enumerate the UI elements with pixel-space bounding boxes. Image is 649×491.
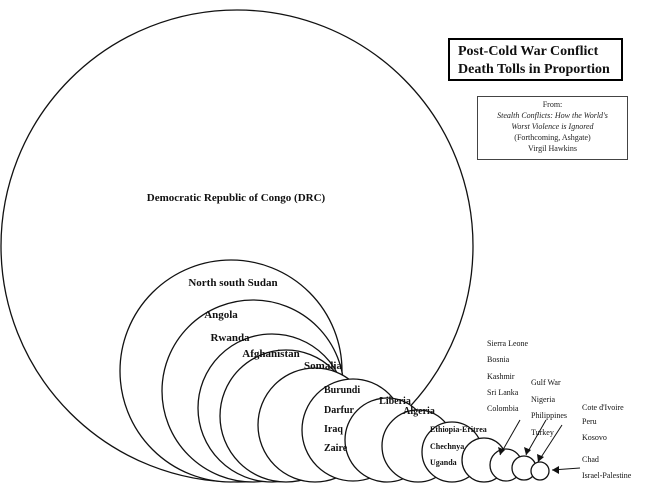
- label-kashmir: Kashmir: [487, 372, 515, 381]
- label-afghanistan: Afghanistan: [242, 348, 299, 360]
- source-book-line-1: Stealth Conflicts: How the World's: [497, 111, 608, 120]
- label-ethiopia-eritrea: Ethiopia-Eritrea: [430, 425, 487, 434]
- label-kosovo: Kosovo: [582, 433, 607, 442]
- label-colombia: Colombia: [487, 404, 519, 413]
- label-algeria: Algeria: [403, 406, 435, 417]
- label-israel-palestine: Israel-Palestine: [582, 471, 632, 480]
- label-turkey: Turkey: [531, 428, 554, 437]
- arrow-gulf-group: [525, 419, 547, 456]
- label-chad: Chad: [582, 455, 599, 464]
- title-line-2: Death Tolls in Proportion: [458, 62, 610, 77]
- label-bosnia: Bosnia: [487, 355, 510, 364]
- source-publisher: (Forthcoming, Ashgate): [514, 133, 591, 142]
- arrow-sierra-group: [499, 419, 521, 456]
- arrowhead-gulf: [524, 447, 531, 455]
- label-liberia: Liberia: [379, 396, 411, 407]
- source-book-line-2: Worst Violence is Ignored: [511, 122, 594, 131]
- label-burundi: Burundi: [324, 385, 360, 396]
- label-sri-lanka: Sri Lanka: [487, 388, 519, 397]
- label-iraq: Iraq: [324, 424, 343, 435]
- title-line-1: Post-Cold War Conflict: [458, 44, 599, 59]
- label-sudan: North south Sudan: [188, 277, 277, 289]
- label-peru: Peru: [582, 417, 597, 426]
- circle-chad: [530, 461, 550, 481]
- label-cote-divoire: Cote d'Ivoire: [582, 403, 624, 412]
- arrowhead-chad: [552, 466, 559, 474]
- arrowhead-cote: [537, 454, 544, 462]
- arrowhead-sierra: [498, 447, 505, 455]
- source-from: From:: [542, 100, 563, 109]
- label-zaire: Zaire: [324, 443, 348, 454]
- label-chechnya: Chechnya: [430, 442, 464, 451]
- title-box: Post-Cold War Conflict Death Tolls in Pr…: [448, 38, 623, 81]
- label-darfur: Darfur: [324, 405, 355, 416]
- label-somalia: Somalia: [304, 360, 342, 372]
- arrow-cote-group: [537, 424, 563, 463]
- label-gulf-war: Gulf War: [531, 378, 561, 387]
- label-angola: Angola: [204, 309, 238, 321]
- label-philippines: Philippines: [531, 411, 567, 420]
- label-sierra-leone: Sierra Leone: [487, 339, 529, 348]
- source-box: From: Stealth Conflicts: How the World's…: [477, 96, 628, 160]
- source-author: Virgil Hawkins: [528, 144, 577, 153]
- label-drc: Democratic Republic of Congo (DRC): [147, 192, 326, 204]
- label-nigeria: Nigeria: [531, 395, 555, 404]
- label-rwanda: Rwanda: [210, 332, 250, 344]
- label-uganda: Uganda: [430, 458, 457, 467]
